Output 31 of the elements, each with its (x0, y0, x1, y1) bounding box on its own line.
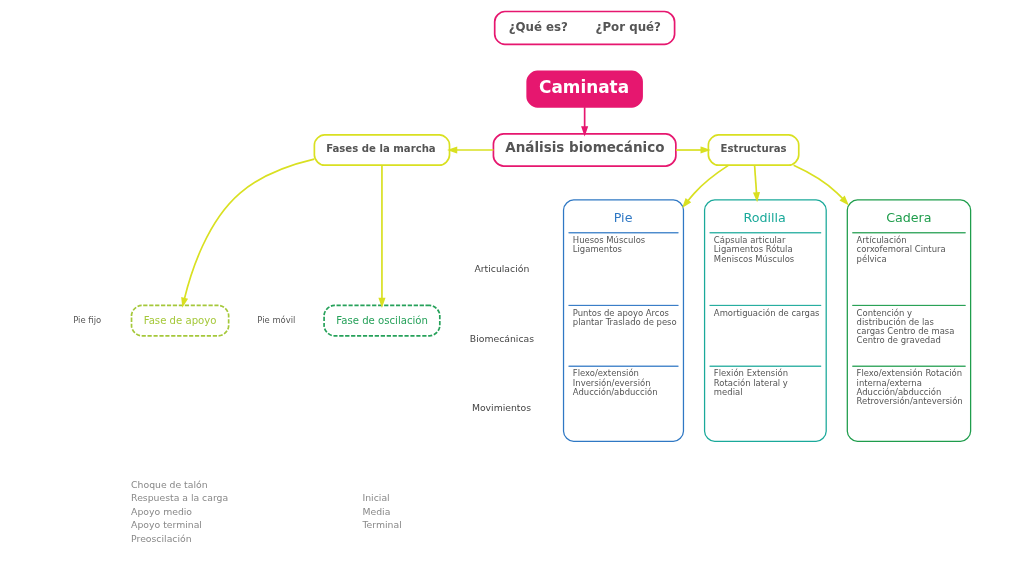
arrow (752, 164, 760, 203)
node-box: Caminata (525, 70, 643, 108)
node-label: Pie fijo (72, 314, 101, 325)
node-box: Estructuras (707, 133, 800, 167)
arrow (681, 164, 729, 209)
label: Inicial (362, 492, 390, 504)
label: Biomecánicas (469, 333, 534, 345)
node-label: Pie móvil (256, 314, 295, 325)
label: Choque de talón (130, 478, 208, 490)
arrow (580, 106, 588, 137)
label: Apoyo medio (130, 505, 192, 517)
label: Apoyo terminal (130, 519, 202, 531)
node-box: Análisis biomecánico (492, 133, 677, 167)
node-box: Rodilla Cápsula articular Ligamentos Rótula Meniscos Músculos Amortiguación de cargas Flexión Extensión Rotación lateral y medial (703, 199, 827, 443)
node-box: Pie Huesos Músculos Ligamentos Puntos de apoyo Arcos plantar Traslado de peso Flexo/extensión Inversión/eversión Aducción/abducción (562, 199, 684, 443)
label: Movimientos (471, 401, 531, 413)
arrow (674, 146, 711, 154)
label: Respuesta a la carga (130, 492, 228, 504)
label: Articulación (473, 263, 529, 275)
arrow (792, 164, 849, 206)
arrow (377, 164, 385, 308)
label: Media (362, 505, 390, 517)
arrow (180, 158, 315, 308)
node-box: Fases de la marcha (313, 133, 450, 167)
label: Terminal (362, 519, 402, 531)
node-box: Cadera Artículación corxofemoral Cintura pélvica Contención y distribución de las cargas Centro de masa Centro de gravedad Flexo/extensión Rotación interna/externa Aducción/abducción Retroversión/anteversión (846, 199, 971, 443)
node-box: Fase de oscilación (322, 304, 441, 337)
node-box: ¿Qué es? ¿Por qué? (493, 10, 675, 46)
label: Preoscilación (130, 532, 192, 544)
node-box: Fase de apoyo (130, 304, 229, 337)
arrow (446, 146, 494, 154)
